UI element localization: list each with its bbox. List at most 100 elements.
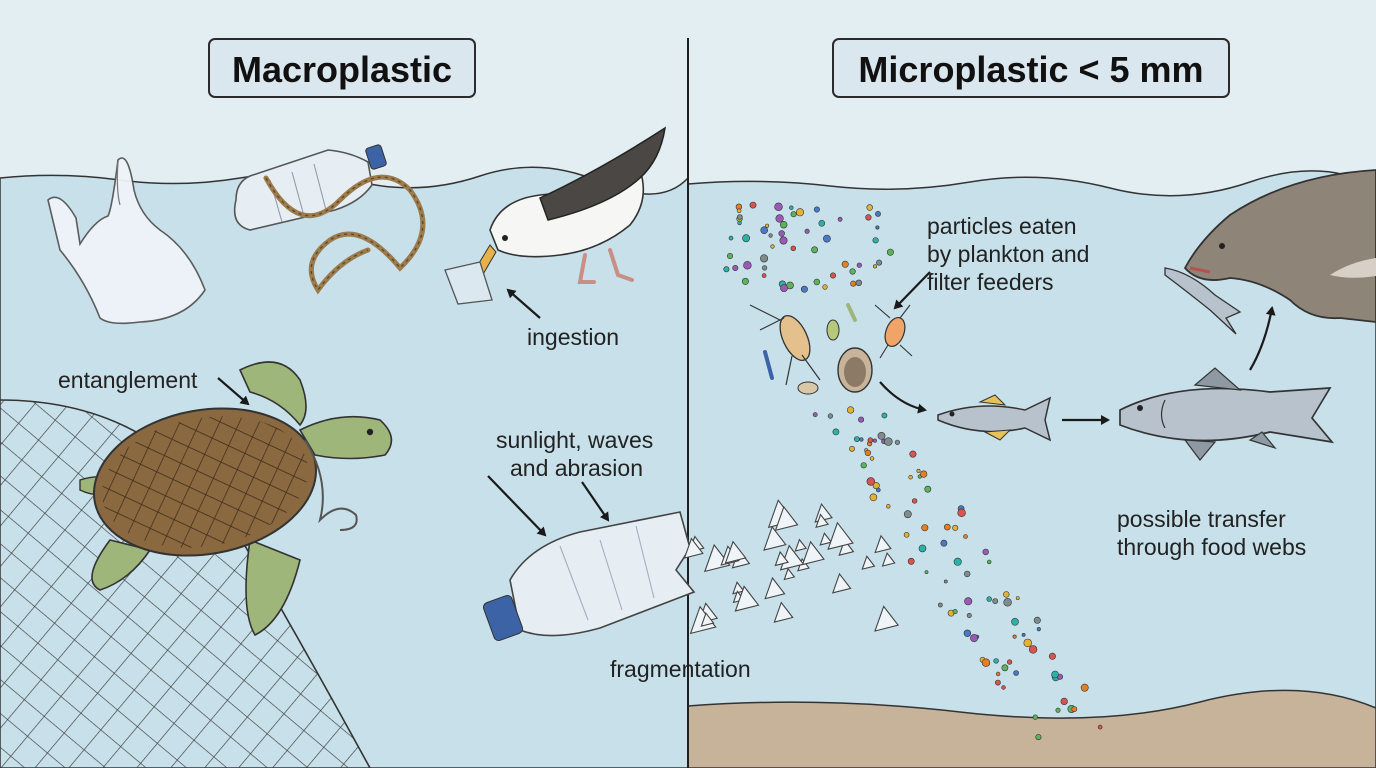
microplastic-particle <box>952 524 959 531</box>
microplastic-particle <box>749 201 757 209</box>
microplastic-particle <box>1006 659 1013 665</box>
microplastic-particle <box>726 253 733 260</box>
plastic-shard <box>683 537 704 559</box>
microplastic-particle <box>869 493 878 502</box>
microplastic-particle <box>1001 664 1009 672</box>
microplastic-particle <box>1060 697 1068 706</box>
microplastic-particle <box>963 570 971 578</box>
microplastic-particles <box>723 201 1103 741</box>
microplastic-particle <box>875 487 881 493</box>
seabird-icon <box>444 126 667 305</box>
entanglement-label: entanglement <box>58 367 198 393</box>
plastic-shard <box>801 540 825 566</box>
microplastic-particle <box>963 629 972 637</box>
microplastic-particle <box>774 202 783 212</box>
microplastic-particle <box>952 609 958 615</box>
microplastic-particle <box>778 230 785 237</box>
microplastic-particle <box>872 237 879 244</box>
microplastic-particle <box>1003 591 1010 598</box>
microplastic-particle <box>811 246 818 254</box>
macroplastic-title: Macroplastic <box>208 38 476 98</box>
microplastic-particle <box>1071 706 1078 712</box>
microplastic-particle <box>995 679 1001 686</box>
microplastic-particle <box>841 260 849 268</box>
microplastic-particle <box>876 259 883 266</box>
microplastic-particle <box>940 539 948 547</box>
transfer-label-line2: through food webs <box>1117 534 1307 560</box>
microplastic-particle <box>760 226 769 234</box>
microplastic-particle <box>829 272 836 279</box>
plastic-shards <box>683 499 900 635</box>
microplastic-particle <box>872 482 880 490</box>
plastic-shard <box>794 538 808 552</box>
plastic-shard <box>773 601 794 623</box>
microplastic-particle <box>867 437 874 444</box>
microplastic-particle <box>813 206 820 213</box>
microplastic-particle <box>894 439 901 445</box>
microplastic-particle <box>872 264 877 269</box>
microplastic-particle <box>736 208 742 214</box>
microplastic-particle <box>924 485 932 493</box>
microplastic-particle <box>804 228 810 234</box>
microplastic-particle <box>849 445 855 452</box>
dolphin-icon <box>1183 169 1376 323</box>
microplastic-particle <box>728 235 734 241</box>
microplastic-particle <box>903 510 912 519</box>
microplastic-particle <box>827 413 834 419</box>
microplastic-particle <box>886 504 891 509</box>
microplastic-particle <box>875 210 881 217</box>
microplastic-particle <box>1048 652 1056 660</box>
plastic-shard <box>763 525 787 551</box>
microplastic-particle <box>1021 633 1026 637</box>
annotation-arrows <box>217 271 1276 537</box>
transfer-label-line1: possible transfer <box>1117 506 1286 532</box>
microplastic-particle <box>1051 670 1059 679</box>
microplastic-particle <box>860 462 867 469</box>
microplastic-particle <box>872 438 877 443</box>
microplastic-particle <box>1036 626 1041 632</box>
water-right <box>687 170 1376 768</box>
microplastic-particle <box>768 233 773 238</box>
microplastic-particle <box>812 412 818 418</box>
ingestion-label: ingestion <box>527 324 620 350</box>
plastic-shard <box>734 585 760 612</box>
microplastic-particle <box>886 248 894 256</box>
microplastic-particle <box>877 431 886 440</box>
microplastic-particle <box>858 416 865 423</box>
plastic-shard <box>700 612 715 627</box>
microplastic-particle <box>957 508 966 517</box>
microplastic-particle <box>924 570 929 575</box>
microplastic-particle <box>849 268 856 275</box>
microplastic-particle <box>1003 598 1012 607</box>
microplastic-particle <box>790 211 797 218</box>
weathering-label-line2: and abrasion <box>510 455 643 481</box>
microplastic-particle <box>909 450 917 458</box>
microplastic-particle <box>854 436 860 442</box>
plankton-label-line2: by plankton and <box>927 241 1090 267</box>
plastic-shard <box>881 552 896 567</box>
plastic-shard <box>819 532 833 546</box>
plastic-bag-icon <box>47 157 206 325</box>
microplastic-particle <box>920 470 928 478</box>
microplastic-particle <box>981 658 991 667</box>
microplastic-particle <box>881 412 888 419</box>
plastic-shard <box>724 540 747 564</box>
microplastic-particle <box>918 544 927 553</box>
microplastic-particle <box>903 531 910 538</box>
microplastic-particle <box>855 279 862 286</box>
microplastic-particle <box>1028 645 1038 654</box>
microplastic-particle <box>1023 638 1032 648</box>
microplastic-particle <box>1035 734 1042 741</box>
microplastic-particle <box>760 254 769 263</box>
microplastic-particle <box>907 557 915 565</box>
microplastic-particle <box>723 266 730 273</box>
microplastic-particle <box>779 236 788 245</box>
fragmentation-label: fragmentation <box>610 656 751 682</box>
microplastic-particle <box>992 598 999 604</box>
microplastic-particle <box>737 220 742 226</box>
microplastic-title: Microplastic < 5 mm <box>832 38 1230 98</box>
microplastic-particle <box>866 477 875 486</box>
seabed <box>687 689 1376 768</box>
microplastic-particle <box>964 597 973 606</box>
